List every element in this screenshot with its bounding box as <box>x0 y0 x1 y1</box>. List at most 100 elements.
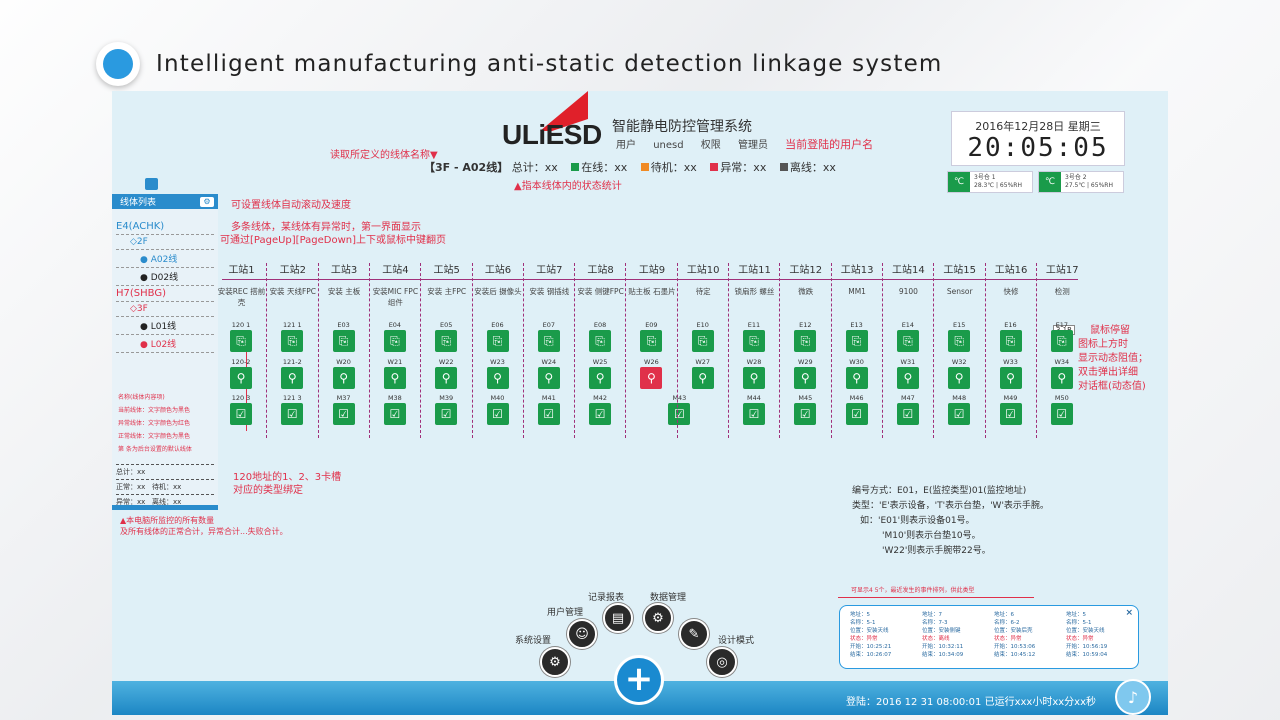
sidebar-item-a02[interactable]: ● A02线 <box>116 250 214 268</box>
device-W33[interactable]: W33⚲ <box>999 357 1022 389</box>
event-pos: 位置：安装天线 <box>850 628 889 634</box>
station-desc: 锁扇形 螺丝 <box>734 287 775 296</box>
device-W29[interactable]: W29⚲ <box>794 357 817 389</box>
device-E14[interactable]: E14⎘ <box>896 320 919 352</box>
device-label: W34 <box>1054 358 1070 366</box>
device-E15[interactable]: E15⎘ <box>948 320 971 352</box>
system-settings-button[interactable]: ⚙ <box>540 647 570 677</box>
device-W20[interactable]: W20⚲ <box>332 357 355 389</box>
device-121-1[interactable]: 121 1⎘ <box>281 320 304 352</box>
sidebar-item-d02[interactable]: ● D02线 <box>116 268 214 286</box>
sidebar-item-l02[interactable]: ● L02线 <box>116 335 214 353</box>
device-M50[interactable]: M50☑ <box>1050 393 1073 425</box>
device-label: E10 <box>696 321 709 329</box>
device-E07[interactable]: E07⎘ <box>537 320 560 352</box>
device-W28[interactable]: W28⚲ <box>743 357 765 389</box>
offline-swatch <box>779 163 788 171</box>
device-W31[interactable]: W31⚲ <box>896 357 919 389</box>
device-E06[interactable]: E06⎘ <box>486 320 509 352</box>
device-label: M42 <box>593 394 608 402</box>
sidebar-item-2f[interactable]: ◇2F <box>116 235 214 250</box>
device-M49[interactable]: M49☑ <box>999 393 1022 425</box>
device-label: M38 <box>387 394 402 402</box>
device-E17[interactable]: E17⎘ <box>1050 320 1073 352</box>
device-M44[interactable]: M44☑ <box>743 393 765 425</box>
device-E03[interactable]: E03⎘ <box>332 320 355 352</box>
device-status-icon: ☑ <box>845 403 868 425</box>
station-name: 工站2 <box>279 265 306 276</box>
device-121-2[interactable]: 121-2⚲ <box>281 357 304 389</box>
device-M42[interactable]: M42☑ <box>589 393 612 425</box>
device-status-icon: ⚲ <box>332 367 355 389</box>
device-M39[interactable]: M39☑ <box>435 393 458 425</box>
device-120-3[interactable]: 120 3☑ <box>230 393 252 425</box>
device-E10[interactable]: E10⎘ <box>691 320 714 352</box>
device-120-1[interactable]: 120 1⎘ <box>230 320 252 352</box>
close-icon[interactable]: × <box>1125 608 1133 618</box>
event-start: 开始：10:32:11 <box>922 644 964 650</box>
add-button[interactable]: + <box>614 655 664 705</box>
location-button[interactable]: ◎ <box>707 647 737 677</box>
device-label: E05 <box>439 321 453 329</box>
device-M43[interactable]: M43☑ <box>668 393 691 425</box>
list-toggle-icon[interactable] <box>145 178 158 190</box>
gear-icon[interactable]: ⚙ <box>200 196 214 207</box>
device-W30[interactable]: W30⚲ <box>845 357 868 389</box>
user-name: unesd <box>653 140 684 151</box>
device-E08[interactable]: E08⎘ <box>589 320 612 352</box>
device-W26[interactable]: W26⚲ <box>640 357 663 389</box>
device-label: W29 <box>797 358 813 366</box>
device-E11[interactable]: E11⎘ <box>743 320 765 352</box>
event-addr: 地址：5 <box>1066 612 1086 618</box>
device-M38[interactable]: M38☑ <box>383 393 406 425</box>
bell-icon[interactable]: ♪ <box>1115 679 1151 715</box>
device-W32[interactable]: W32⚲ <box>948 357 971 389</box>
device-W24[interactable]: W24⚲ <box>537 357 560 389</box>
device-E13[interactable]: E13⎘ <box>845 320 868 352</box>
sidebar-item-3f[interactable]: ◇3F <box>116 302 214 317</box>
device-label: W24 <box>541 358 557 366</box>
stats-note: ▲指本线体内的状态统计 <box>514 181 622 192</box>
logo-text: ULiESD <box>502 119 602 150</box>
device-E05[interactable]: E05⎘ <box>435 320 458 352</box>
env-reading: 27.5℃ | 65%RH <box>1065 182 1113 189</box>
sidebar-title: 线体列表 <box>120 198 157 208</box>
design-mode-button[interactable]: ✎ <box>679 619 709 649</box>
sidebar-item-h7[interactable]: H7(SHBG) <box>116 286 214 302</box>
device-E12[interactable]: E12⎘ <box>794 320 817 352</box>
device-M47[interactable]: M47☑ <box>896 393 919 425</box>
device-121-3[interactable]: 121 3☑ <box>281 393 304 425</box>
device-label: M50 <box>1054 394 1069 402</box>
device-M40[interactable]: M40☑ <box>486 393 509 425</box>
device-M48[interactable]: M48☑ <box>948 393 971 425</box>
device-E04[interactable]: E04⎘ <box>383 320 406 352</box>
device-W27[interactable]: W27⚲ <box>691 357 714 389</box>
device-W25[interactable]: W25⚲ <box>589 357 612 389</box>
user-manage-button[interactable]: ☺ <box>567 619 597 649</box>
device-W34[interactable]: W34⚲ <box>1050 357 1073 389</box>
device-W21[interactable]: W21⚲ <box>383 357 406 389</box>
device-E09[interactable]: E09⎘ <box>640 320 663 352</box>
device-W22[interactable]: W22⚲ <box>435 357 458 389</box>
device-M41[interactable]: M41☑ <box>537 393 560 425</box>
sidebar-item-e4[interactable]: E4(ACHK) <box>116 219 214 235</box>
device-M45[interactable]: M45☑ <box>794 393 817 425</box>
record-report-button[interactable]: ▤ <box>603 603 633 633</box>
device-E16[interactable]: E16⎘ <box>999 320 1022 352</box>
device-120-2[interactable]: 120-2⚲ <box>230 357 252 389</box>
device-M46[interactable]: M46☑ <box>845 393 868 425</box>
data-manage-button[interactable]: ⚙ <box>643 603 673 633</box>
device-W23[interactable]: W23⚲ <box>486 357 509 389</box>
sidebar-item-l01[interactable]: ● L01线 <box>116 317 214 335</box>
device-M37[interactable]: M37☑ <box>332 393 355 425</box>
